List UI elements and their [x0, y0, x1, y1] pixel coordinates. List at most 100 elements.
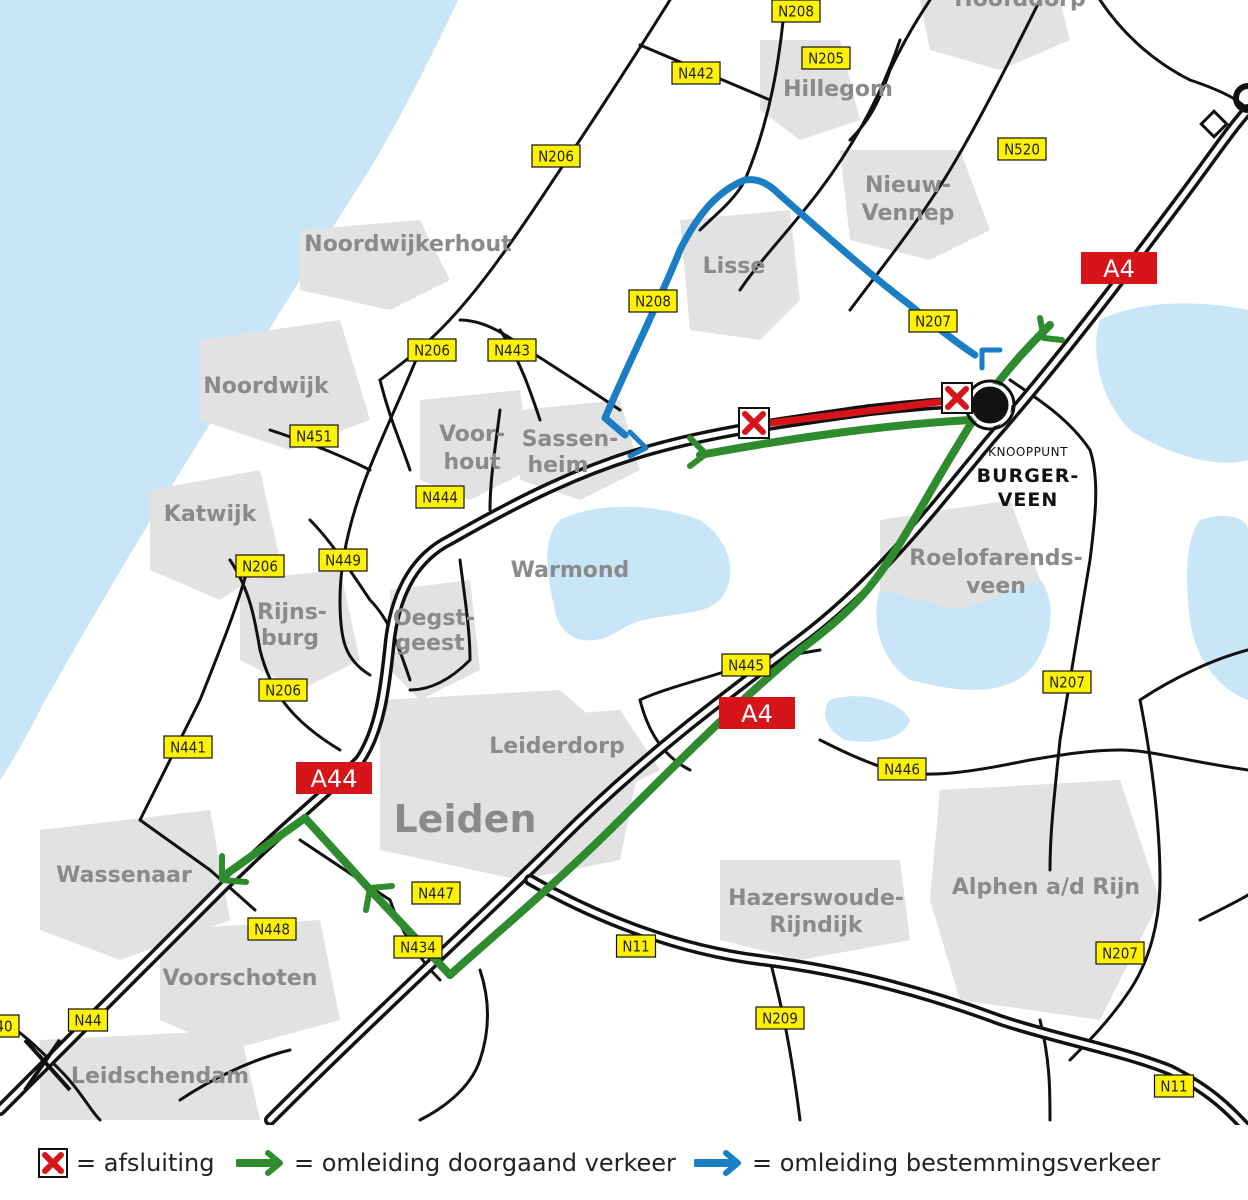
town-labels: Hoofddorp Hillegom Nieuw- Vennep Noordwi… [56, 0, 1140, 1089]
road-label-n209: N209 [755, 1006, 805, 1030]
svg-text:A4: A4 [1103, 255, 1135, 283]
svg-text:N441: N441 [170, 739, 206, 757]
svg-text:N446: N446 [884, 761, 920, 779]
road-label-n206-top: N206 [531, 144, 581, 168]
svg-text:A4: A4 [741, 700, 773, 728]
road-label-n445: N445 [721, 653, 771, 677]
blue-arrow-heads [627, 347, 1003, 459]
town-hazerswoude-2: Rijndijk [769, 913, 864, 938]
blue-arrow-legend-icon [694, 1150, 741, 1176]
road-label-n451: N451 [289, 424, 339, 448]
town-leidschendam: Leidschendam [71, 1064, 249, 1089]
svg-text:N449: N449 [325, 552, 361, 570]
closure-marker-west [738, 407, 770, 439]
svg-text:N206: N206 [242, 558, 278, 576]
junction-prefix: KNOOPPUNT [988, 445, 1068, 459]
town-hoofddorp: Hoofddorp [954, 0, 1085, 12]
svg-text:40: 40 [0, 1018, 13, 1036]
junction-name-1: BURGER- [977, 465, 1080, 487]
interchange-top-right [1199, 109, 1229, 139]
closure-marker-east [941, 382, 973, 414]
svg-text:N206: N206 [265, 682, 301, 700]
svg-text:N206: N206 [538, 148, 574, 166]
road-label-n207-top: N207 [908, 309, 958, 333]
svg-text:N207: N207 [1049, 674, 1085, 692]
road-label-n447: N447 [411, 881, 461, 905]
town-hazerswoude-1: Hazerswoude- [728, 886, 904, 911]
svg-text:N207: N207 [1102, 945, 1138, 963]
town-lisse: Lisse [703, 254, 766, 279]
legend-item-closure: = afsluiting [38, 1145, 214, 1181]
legend: = afsluiting = omleiding doorgaand verke… [0, 1125, 1248, 1200]
town-noordwijk: Noordwijk [203, 374, 330, 399]
svg-text:N444: N444 [422, 489, 458, 507]
town-oegstgeest-2: geest [395, 631, 465, 656]
junction-top-right [1233, 83, 1248, 113]
road-label-n11-mid: N11 [615, 934, 657, 958]
junction-name-2: VEEN [998, 489, 1059, 511]
highway-labels: A4 A4 A44 [296, 252, 1157, 794]
junction-burgerveen [964, 379, 1016, 431]
svg-text:N205: N205 [808, 50, 844, 68]
town-hillegom: Hillegom [783, 77, 893, 102]
road-label-n44: N44 [67, 1008, 109, 1032]
svg-text:N451: N451 [296, 428, 332, 446]
road-label-n449: N449 [318, 548, 368, 572]
town-oegstgeest-1: Oegst- [393, 606, 475, 631]
town-sassenheim-1: Sassen- [522, 427, 619, 452]
road-label-n208-top: N208 [771, 0, 821, 23]
town-noordwijkerhout: Noordwijkerhout [304, 232, 512, 257]
town-wassenaar: Wassenaar [56, 863, 192, 888]
town-warmond: Warmond [511, 558, 630, 583]
town-voorschoten: Voorschoten [163, 966, 318, 991]
urban-areas [40, 0, 1160, 1120]
svg-text:N443: N443 [494, 342, 530, 360]
svg-text:N447: N447 [418, 885, 454, 903]
svg-text:N520: N520 [1004, 141, 1040, 159]
town-voorhout-2: hout [444, 450, 501, 475]
svg-text:N442: N442 [678, 65, 714, 83]
svg-text:N445: N445 [728, 657, 764, 675]
road-label-n207-bottom: N207 [1095, 941, 1145, 965]
closure-segment [754, 396, 956, 429]
road-label-n207-right: N207 [1042, 670, 1092, 694]
town-nieuw-vennep-2: Vennep [862, 201, 955, 226]
town-voorhout-1: Voor- [439, 422, 505, 447]
highway-label-a44: A44 [296, 762, 372, 794]
road-label-n443: N443 [487, 338, 537, 362]
highway-label-a4-mid: A4 [719, 697, 795, 729]
svg-text:N209: N209 [762, 1010, 798, 1028]
green-arrow-legend-icon [236, 1150, 283, 1176]
svg-text:N434: N434 [400, 939, 436, 957]
road-label-n448: N448 [247, 917, 297, 941]
green-arrow-heads [219, 315, 1065, 913]
town-leiden: Leiden [393, 797, 536, 841]
svg-text:N11: N11 [1160, 1078, 1187, 1096]
road-label-n206-low: N206 [235, 554, 285, 578]
town-roelofarendsveen-1: Roelofarends- [909, 546, 1082, 571]
road-label-n444: N444 [415, 485, 465, 509]
town-nieuw-vennep-1: Nieuw- [865, 173, 951, 198]
svg-text:N208: N208 [778, 3, 814, 21]
road-label-n205: N205 [801, 46, 851, 70]
road-label-n206-mid: N206 [407, 338, 457, 362]
legend-blue-detour-label: = omleiding bestemmingsverkeer [752, 1149, 1161, 1177]
town-leiderdorp: Leiderdorp [489, 734, 624, 759]
svg-text:N448: N448 [254, 921, 290, 939]
road-label-n441: N441 [163, 735, 213, 759]
highway-label-a4-top: A4 [1081, 252, 1157, 284]
legend-green-detour-label: = omleiding doorgaand verkeer [294, 1149, 676, 1177]
road-label-n11-right: N11 [1153, 1074, 1195, 1098]
legend-item-blue-detour: = omleiding bestemmingsverkeer [694, 1145, 1160, 1181]
road-label-n206-bottom: N206 [258, 678, 308, 702]
road-label-n434: N434 [393, 935, 443, 959]
svg-text:N11: N11 [622, 938, 649, 956]
town-rijnsburg-1: Rijns- [257, 600, 327, 625]
road-label-n446: N446 [877, 757, 927, 781]
town-alphen: Alphen a/d Rijn [952, 875, 1140, 900]
town-rijnsburg-2: burg [261, 626, 319, 651]
closure-legend-icon [38, 1148, 68, 1178]
svg-text:N206: N206 [414, 342, 450, 360]
